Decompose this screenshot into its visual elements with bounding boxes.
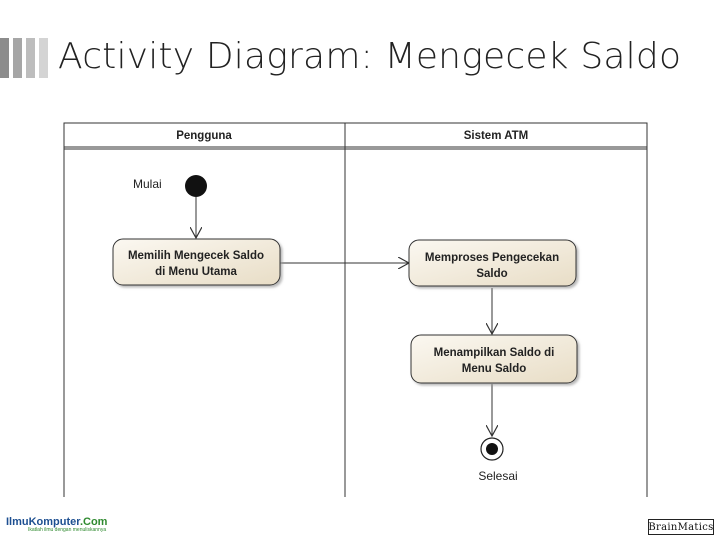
brainmatics-logo-text: BrainMatics	[648, 521, 714, 533]
activity-memproses-pengecekan-saldo: Memproses Pengecekan Saldo	[408, 239, 577, 287]
activity-2-line-2: Saldo	[476, 268, 507, 280]
activity-2-line-1: Memproses Pengecekan	[425, 252, 559, 264]
activity-3-line-1: Menampilkan Saldo di	[434, 347, 555, 359]
initial-node-label: Mulai	[133, 177, 162, 191]
final-node	[480, 437, 504, 461]
final-node-label: Selesai	[478, 469, 517, 483]
ilmukomputer-logo-tld: .Com	[79, 516, 108, 528]
ilmukomputer-logo: IlmuKomputer.Com Ikatlah ilmu dengan men…	[6, 517, 107, 533]
activity-1-line-1: Memilih Mengecek Saldo	[128, 250, 264, 262]
title-decoration-bar-1	[0, 38, 9, 78]
activity-memilih-mengecek-saldo: Memilih Mengecek Saldo di Menu Utama	[112, 238, 281, 286]
title-decoration-bar-3	[26, 38, 35, 78]
brainmatics-logo: BrainMatics	[648, 519, 714, 535]
slide-title: Activity Diagram: Mengecek Saldo	[58, 36, 682, 77]
swimlane-frame	[63, 122, 648, 497]
ilmukomputer-logo-main: IlmuKomputer	[6, 516, 80, 528]
lane-header-sistem-atm: Sistem ATM	[464, 130, 529, 142]
activity-menampilkan-saldo: Menampilkan Saldo di Menu Saldo	[410, 334, 578, 384]
title-decoration-bar-4	[39, 38, 48, 78]
activity-1-line-2: di Menu Utama	[155, 266, 237, 278]
lane-header-pengguna: Pengguna	[176, 130, 232, 142]
initial-node	[185, 175, 207, 197]
ilmukomputer-logo-tagline: Ikatlah ilmu dengan menuliskannya	[28, 527, 107, 533]
title-decoration-bar-2	[13, 38, 22, 78]
activity-3-line-2: Menu Saldo	[462, 363, 527, 375]
